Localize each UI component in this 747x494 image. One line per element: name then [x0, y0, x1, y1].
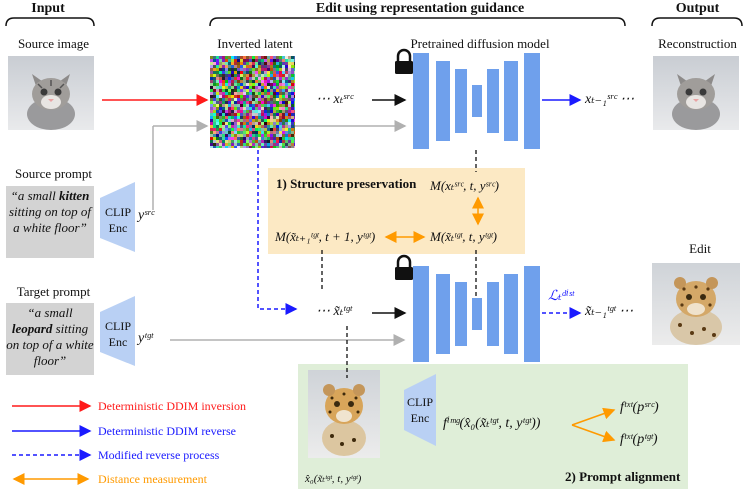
source-prompt-label: Source prompt: [15, 166, 92, 181]
source-conditioning-arrow: [152, 126, 207, 210]
m-tgt-feature: M(x̃ₜᵗᵍᵗ, t, yᵗᵍᵗ): [430, 229, 498, 244]
legend-label-inversion: Deterministic DDIM inversion: [98, 399, 246, 413]
structure-preservation-title: 1) Structure preservation: [276, 176, 417, 191]
f-img-feature: fⁱᵐᵍ(x̂₀(x̃ₜᵗᵍᵗ, t, yᵗᵍᵗ)): [443, 416, 541, 431]
target-prompt-box: “a small leopard sitting on top of a whi…: [6, 303, 94, 375]
clip-enc-label-image: CLIP Enc: [406, 395, 433, 425]
lock-icon-top: [395, 48, 413, 74]
output-bracket: [651, 17, 743, 27]
m-prev-feature: M(x̃ₜ₊₁ᵗᵍᵗ, t + 1, yᵗᵍᵗ): [275, 229, 376, 244]
input-bracket: [5, 17, 95, 27]
predicted-x0-image: [308, 370, 380, 458]
y-src-label: yˢʳᶜ: [138, 208, 154, 223]
input-header: Input: [31, 1, 65, 16]
legend-label-reverse: Deterministic DDIM reverse: [98, 424, 236, 438]
source-image: [8, 56, 94, 130]
reconstruction-image: [653, 56, 739, 130]
source-prompt-before: “a small: [10, 188, 60, 203]
x-t-tgt-label: ⋯ x̃ₜᵗᵍᵗ: [316, 304, 352, 319]
f-txt-src-feature: fᵗˣᵗ(pˢʳᶜ): [620, 400, 659, 415]
alignment-distance-tgt: [571, 424, 616, 443]
clip-encoder-image: [404, 374, 436, 446]
latent-modified-path: [257, 150, 298, 315]
alignment-distance-src: [571, 407, 616, 426]
unet-bottom: [413, 266, 540, 362]
legend-label-distance: Distance measurement: [98, 472, 207, 486]
m-src-feature: M(xₜˢʳᶜ, t, yˢʳᶜ): [430, 178, 499, 193]
x-tm1-tgt-label: x̃ₜ₋₁ᵗᵍᵗ ⋯: [585, 304, 634, 319]
clip-encoder-source: [100, 182, 135, 252]
target-prompt-keyword: leopard: [11, 321, 53, 336]
lock-icon-bottom: [395, 254, 413, 280]
target-prompt-before: “a small: [27, 305, 73, 320]
y-tgt-label: yᵗᵍᵗ: [138, 331, 153, 346]
source-prompt-after: sitting on top of a white floor”: [9, 204, 91, 235]
unet-top: [413, 53, 540, 149]
prompt-alignment-title: 2) Prompt alignment: [565, 469, 681, 484]
legend-label-modified: Modified reverse process: [98, 448, 220, 462]
edit-label: Edit: [689, 241, 711, 256]
distance-loss-label: ℒₜᵈⁱˢᵗ: [548, 289, 574, 304]
clip-encoder-target: [100, 296, 135, 366]
edit-image: [652, 263, 740, 345]
source-image-label: Source image: [17, 36, 90, 51]
output-header: Output: [675, 1, 720, 16]
edit-header: Edit using representation guidance: [315, 1, 525, 16]
source-prompt-box: “a small kitten sitting on top of a whit…: [6, 186, 94, 258]
inverted-latent-label: Inverted latent: [217, 36, 293, 51]
source-prompt-keyword: kitten: [59, 188, 90, 203]
x-t-src-label: ⋯ xₜˢʳᶜ: [316, 92, 353, 107]
reconstruction-label: Reconstruction: [658, 36, 737, 51]
edit-bracket: [209, 17, 626, 27]
clip-enc-label-source: CLIP Enc: [104, 205, 131, 235]
target-prompt-after: sitting on top of a white floor”: [6, 321, 94, 368]
predicted-x0-label: x̂₀(x̃ₜᵗᵍᵗ, t, yᵗᵍᵗ): [305, 473, 362, 485]
f-txt-tgt-feature: fᵗˣᵗ(pᵗᵍᵗ): [620, 432, 658, 447]
clip-enc-label-target: CLIP Enc: [104, 319, 131, 349]
x-tm1-src-label: xₜ₋₁ˢʳᶜ ⋯: [585, 92, 635, 107]
pretrained-model-label: Pretrained diffusion model: [410, 36, 550, 51]
target-prompt-label: Target prompt: [16, 284, 91, 299]
